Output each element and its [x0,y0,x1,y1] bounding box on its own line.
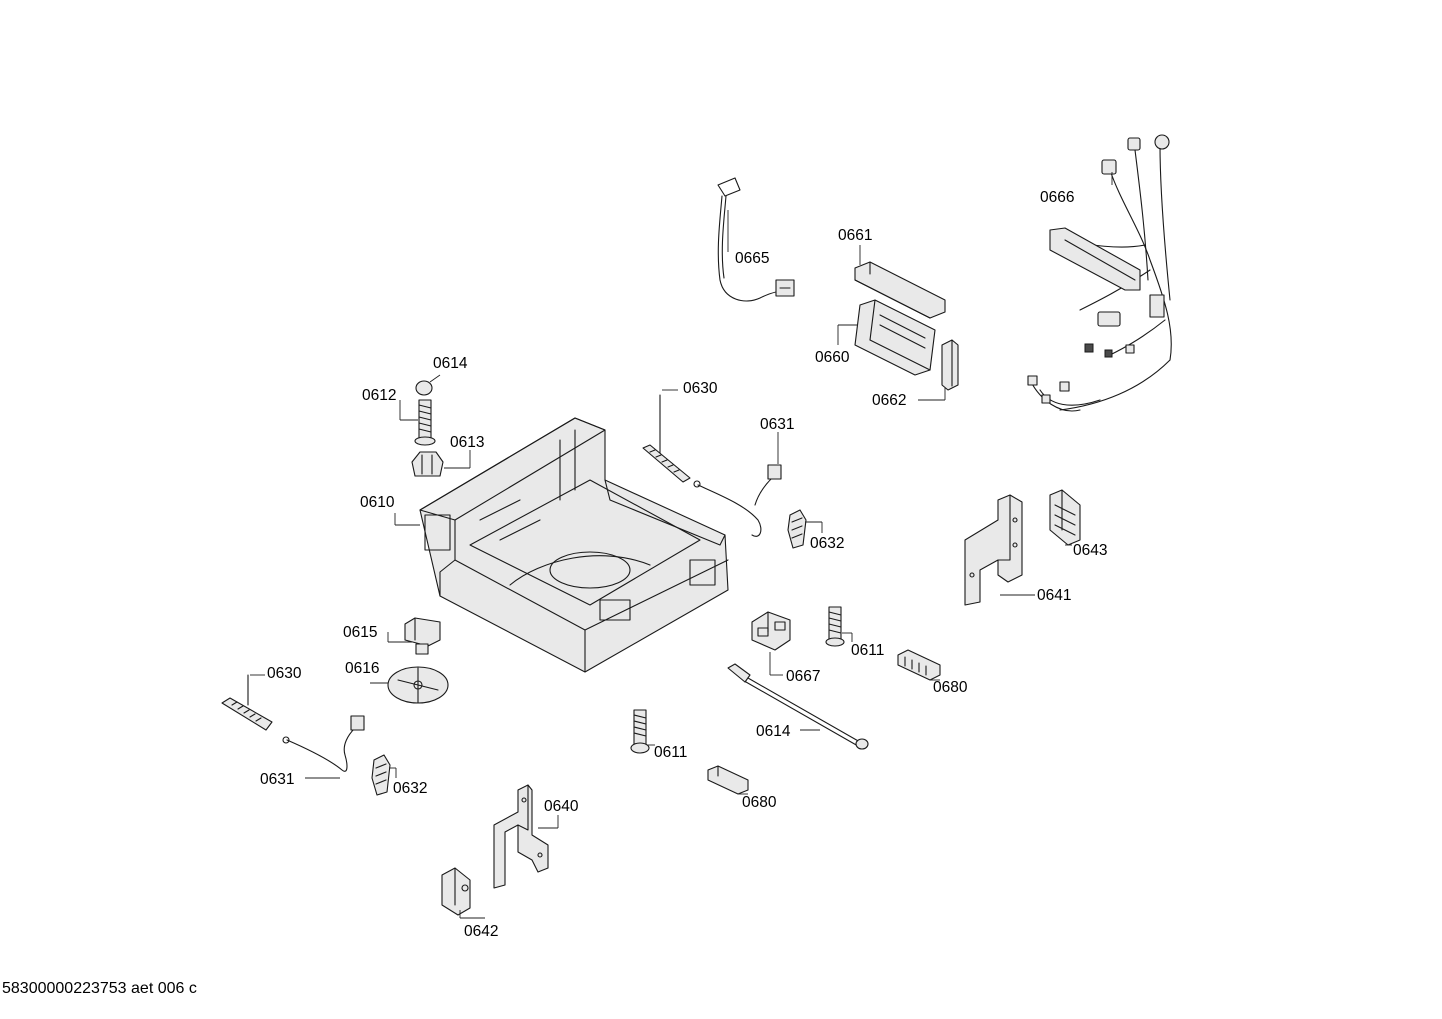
document-id: 58300000223753 aet 006 c [2,980,197,997]
label-0610: 0610 [360,494,395,511]
part-0616-float-disc[interactable] [387,666,449,704]
part-0661-cover[interactable] [854,261,946,319]
label-0614-top: 0614 [433,355,468,372]
part-0631-sensor-cable-right[interactable] [693,464,782,537]
part-0612-adjusting-foot[interactable] [414,399,436,446]
part-0641-bracket[interactable] [964,494,1023,606]
label-0611-right: 0611 [851,642,884,659]
part-0631-sensor-cable-left[interactable] [282,715,365,772]
label-0666: 0666 [1040,189,1074,206]
part-0614-rod[interactable] [727,663,869,750]
label-0616: 0616 [345,660,379,677]
label-0662: 0662 [872,392,906,409]
label-0680-right: 0680 [933,679,968,696]
part-0632-clip-left[interactable] [371,754,391,796]
label-0680-bottom: 0680 [742,794,777,811]
part-0611-foot-right[interactable] [825,606,845,647]
part-0614-cap[interactable] [415,380,433,396]
part-0615-connector[interactable] [404,617,441,655]
label-0643: 0643 [1073,542,1107,559]
label-0641: 0641 [1037,587,1071,604]
part-0680-slider-right[interactable] [897,649,941,681]
label-0631-right: 0631 [760,416,794,433]
part-0632-clip-right[interactable] [787,509,807,549]
label-0611-bottom: 0611 [654,744,687,761]
part-0666-wiring-harness[interactable] [1027,134,1172,412]
label-0642: 0642 [464,923,498,940]
part-0662-bracket[interactable] [941,339,959,391]
part-0665-power-cord[interactable] [717,177,795,302]
label-0630-right: 0630 [683,380,718,397]
label-0640: 0640 [544,798,579,815]
label-0612: 0612 [362,387,396,404]
part-0630-spring-left[interactable] [221,674,273,731]
part-0642-holder[interactable] [441,867,471,916]
label-0615: 0615 [343,624,377,641]
label-0631-left: 0631 [260,771,294,788]
part-0680-slider-bottom[interactable] [707,765,749,795]
part-0643-clip[interactable] [1049,489,1081,546]
label-0667: 0667 [786,668,820,685]
part-0613-foot-base[interactable] [411,451,444,477]
part-0667-holder[interactable] [751,611,791,651]
label-0613: 0613 [450,434,484,451]
label-0665: 0665 [735,250,769,267]
label-0614-rod: 0614 [756,723,791,740]
part-0610-base-frame[interactable] [419,417,729,673]
label-0632-left: 0632 [393,780,427,797]
label-0661: 0661 [838,227,872,244]
part-0630-spring-right[interactable] [642,394,691,483]
part-0611-foot-bottom[interactable] [630,709,650,754]
part-0640-bracket[interactable] [493,784,549,889]
part-0660-housing[interactable] [854,299,936,376]
label-0632-right: 0632 [810,535,844,552]
label-0630-left: 0630 [267,665,302,682]
label-0660: 0660 [815,349,850,366]
